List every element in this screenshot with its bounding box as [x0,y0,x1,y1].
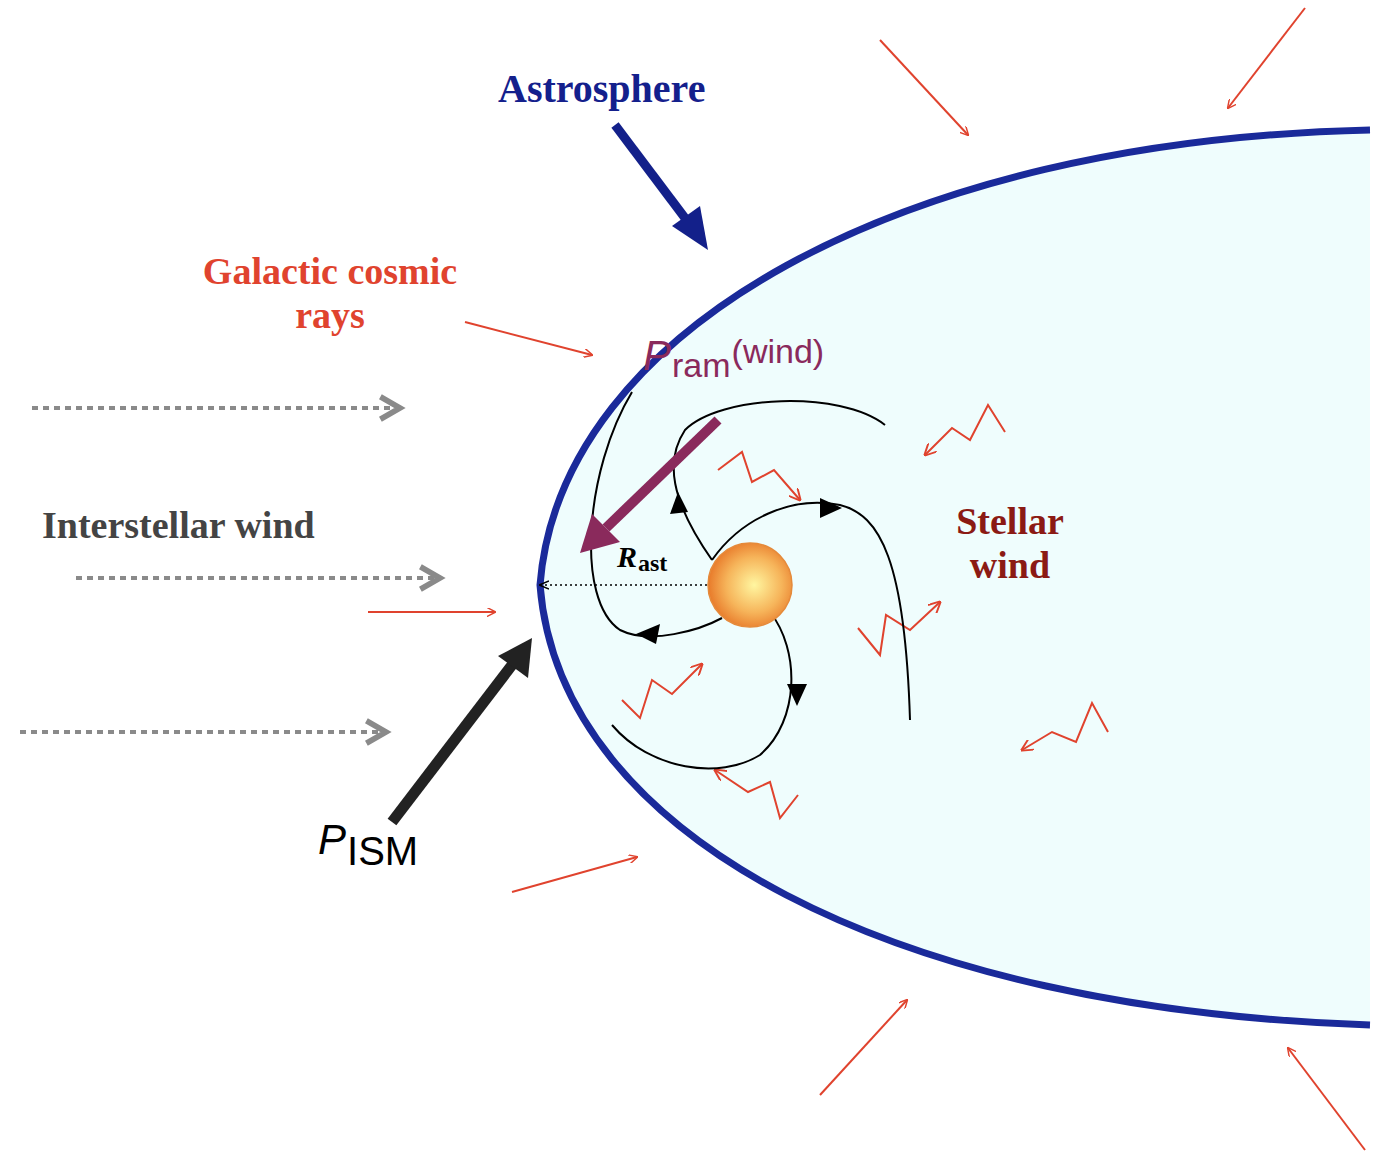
pressure-symbol: P [318,816,346,864]
pressure-qualifier: (wind) [732,332,825,371]
stellar-particle-zigzags [622,405,1108,818]
astrosphere-boundary [540,130,1370,1025]
astrosphere-fill [540,130,1370,1025]
field-lines [591,392,910,768]
astrosphere-label: Astrosphere [498,66,705,112]
radius-symbol: R [617,540,637,575]
pressure-subscript: ISM [347,828,418,874]
interstellar-wind-arrows [20,408,440,732]
star [708,543,792,627]
field-arrowheads [636,492,842,706]
cosmic-ray-arrows [368,8,1365,1150]
pointer-arrows [392,125,718,822]
cosmic-rays-label: Galactic cosmic rays [196,250,464,337]
radius-subscript: ast [638,550,667,578]
pressure-subscript: ram [672,346,731,385]
interstellar-wind-label: Interstellar wind [42,504,315,548]
stellar-wind-label: Stellar wind [915,500,1105,587]
pressure-symbol: P [643,332,671,380]
